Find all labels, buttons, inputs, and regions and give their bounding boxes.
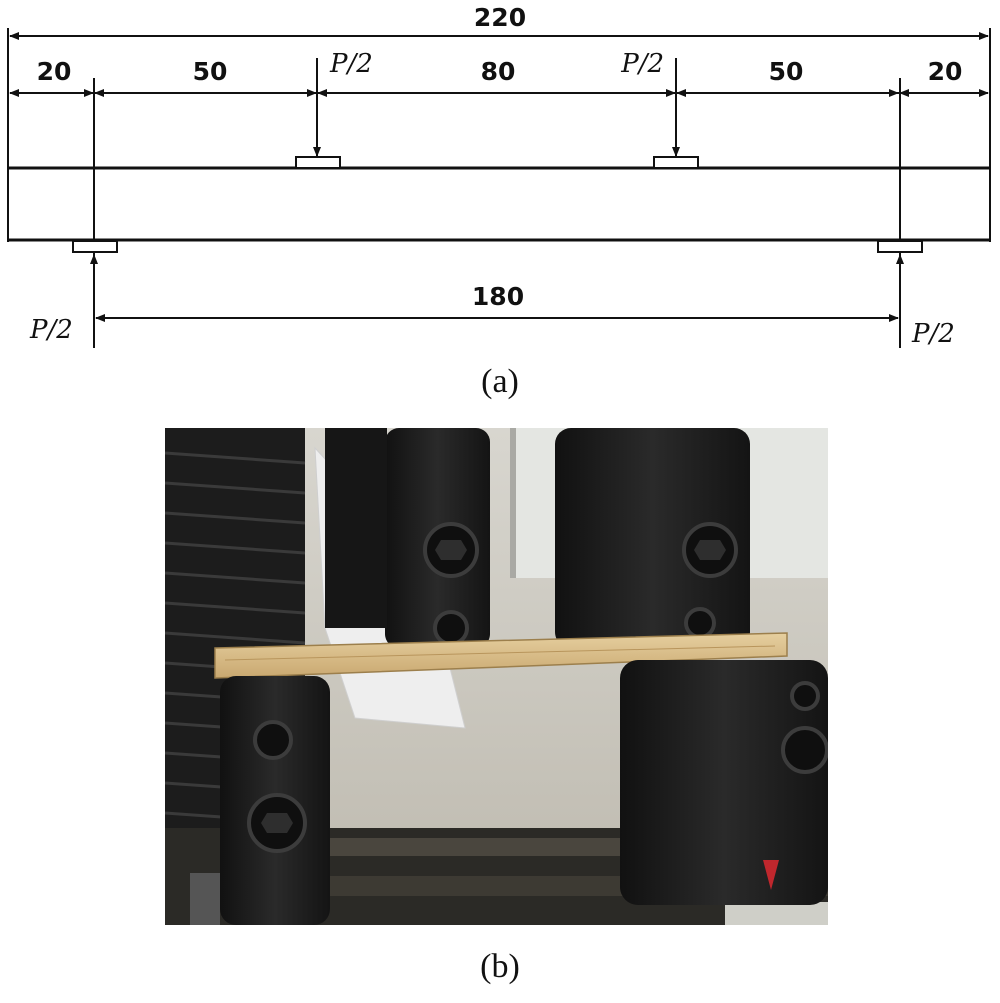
lower-right-roller bbox=[790, 681, 820, 711]
right-loading-pad bbox=[653, 156, 699, 169]
upper-left-bolt-hex bbox=[435, 540, 467, 560]
right-reaction-label: P/2 bbox=[911, 319, 955, 349]
bending-test-schematic: 220 20 50 80 50 20 P/2 P/2 P/2 P/2 180 bbox=[7, 3, 991, 349]
caption-b: (b) bbox=[480, 948, 520, 985]
lower-right-support bbox=[620, 660, 828, 905]
wood-beam-specimen bbox=[214, 632, 788, 679]
segment-3-label: 80 bbox=[481, 57, 516, 86]
span-length-label: 180 bbox=[472, 282, 524, 311]
right-support-pad bbox=[877, 240, 923, 253]
upper-left-roller bbox=[433, 610, 469, 646]
left-reaction-label: P/2 bbox=[29, 315, 73, 345]
upper-right-roller bbox=[684, 607, 716, 639]
left-support-pad bbox=[72, 240, 118, 253]
beam-grain bbox=[224, 645, 776, 661]
segment-1-label: 20 bbox=[37, 57, 72, 86]
test-photo bbox=[165, 428, 828, 925]
left-threaded-rod bbox=[190, 873, 220, 925]
lower-left-bolt-hex bbox=[261, 813, 293, 833]
segment-5-label: 20 bbox=[928, 57, 963, 86]
caption-a: (a) bbox=[481, 363, 519, 400]
upper-right-bolt-hex bbox=[694, 540, 726, 560]
right-load-label: P/2 bbox=[620, 49, 664, 79]
upper-right-loading-head bbox=[555, 428, 750, 648]
segment-4-label: 50 bbox=[769, 57, 804, 86]
upper-left-post bbox=[325, 428, 387, 628]
background-window-frame bbox=[510, 428, 516, 578]
segment-2-label: 50 bbox=[193, 57, 228, 86]
lower-left-roller bbox=[253, 720, 293, 760]
red-pointer-marker bbox=[763, 860, 779, 890]
total-length-label: 220 bbox=[474, 3, 526, 32]
lower-right-bolt bbox=[781, 726, 828, 774]
left-load-label: P/2 bbox=[329, 49, 373, 79]
scale-ruler bbox=[725, 902, 828, 925]
left-loading-pad bbox=[295, 156, 341, 169]
